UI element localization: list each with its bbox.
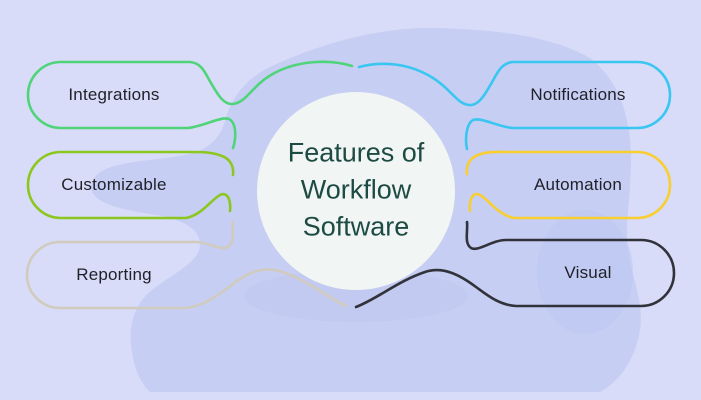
center-title-line: Features of — [287, 137, 425, 168]
node-pill-reporting — [25, 220, 348, 310]
center-circle — [257, 92, 455, 290]
node-pill-visual — [354, 220, 676, 309]
node-pill-automation — [465, 150, 672, 220]
center-title-line: Software — [302, 211, 410, 242]
node-label-customizable: Customizable — [61, 175, 167, 194]
node-label-automation: Automation — [534, 175, 622, 194]
node-label-visual: Visual — [564, 263, 612, 282]
node-pill-customizable — [26, 150, 235, 220]
node-label-integrations: Integrations — [68, 85, 160, 104]
center-title: Features of Workflow Software — [251, 135, 461, 246]
node-label-notifications: Notifications — [530, 85, 626, 104]
node-pill-integrations — [26, 60, 354, 150]
node-label-reporting: Reporting — [76, 265, 152, 284]
center-title-line: Workflow — [300, 174, 412, 205]
circle-shadow — [244, 270, 468, 322]
node-pill-notifications — [357, 60, 672, 151]
